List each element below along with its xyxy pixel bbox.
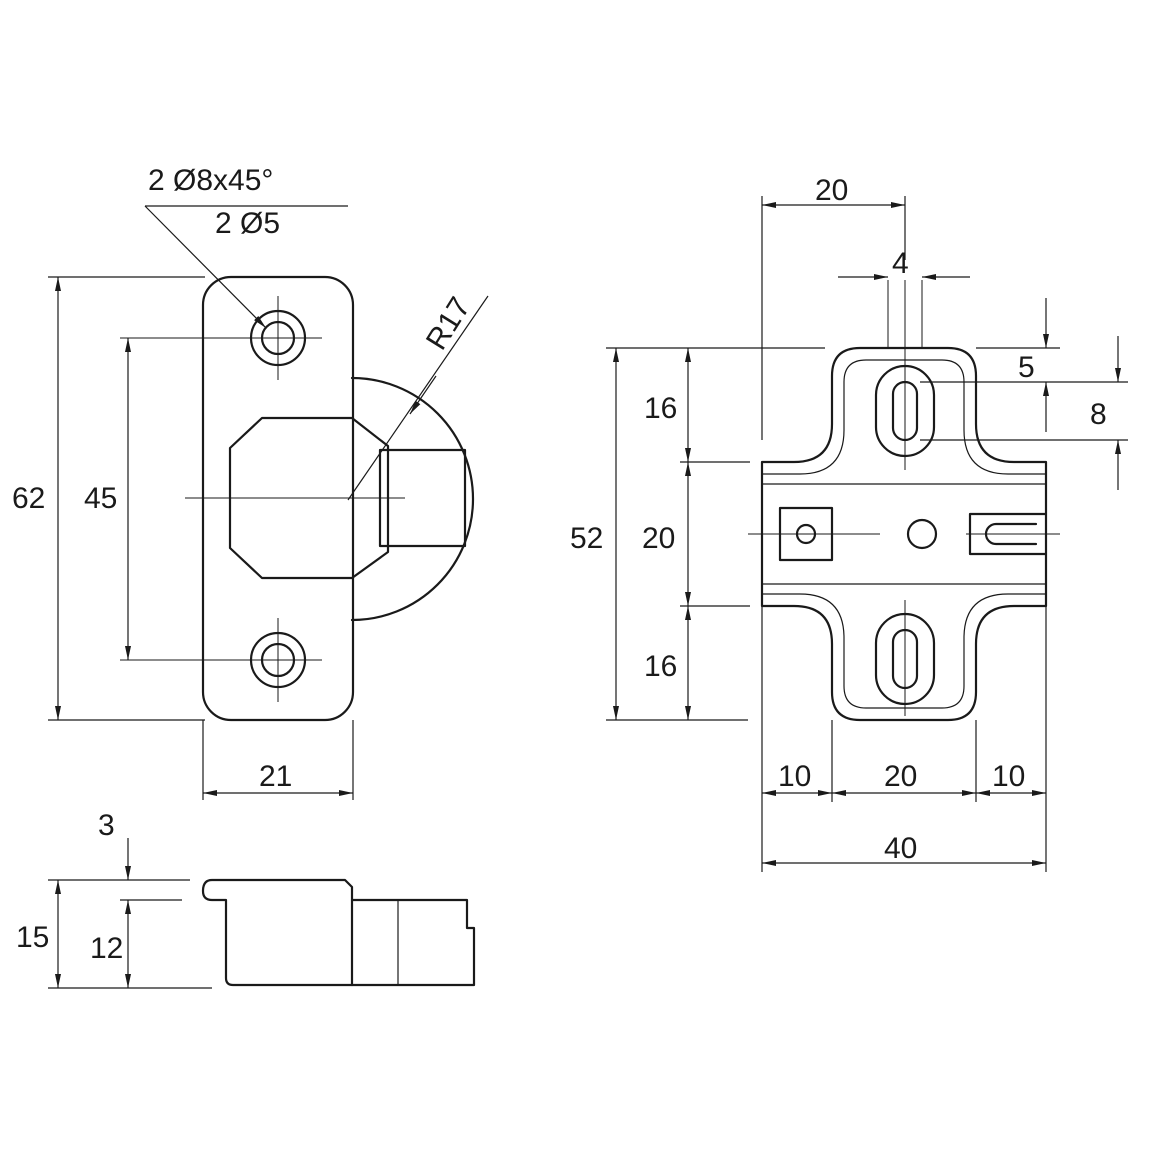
front-view: 2 Ø8x45° 2 Ø5 R17 62 45 21 xyxy=(12,164,489,800)
thickness-3-label: 3 xyxy=(98,809,115,842)
octagon-cup xyxy=(228,416,390,580)
height-62-label: 62 xyxy=(12,482,45,515)
slot-length-8-label: 8 xyxy=(1090,398,1107,431)
hole-diameter-label: 2 Ø5 xyxy=(215,207,280,240)
total-width-40-label: 40 xyxy=(884,832,917,865)
height-12-label: 12 xyxy=(90,932,123,965)
middle-band-20-label: 20 xyxy=(642,522,675,555)
dim-plate-20-top xyxy=(761,196,906,440)
hole-countersink-label: 2 Ø8x45° xyxy=(148,164,273,197)
dim-21 xyxy=(202,720,354,800)
side-profile xyxy=(201,878,476,987)
front-centerlines xyxy=(120,296,405,702)
hole-spacing-45-label: 45 xyxy=(84,482,117,515)
dim-plate-vertical xyxy=(606,347,825,721)
lower-wing-16-label: 16 xyxy=(644,650,677,683)
center-hole xyxy=(906,518,938,550)
slot-width-4-label: 4 xyxy=(892,247,909,280)
plate-view: 20 4 5 8 52 1 xyxy=(570,174,1128,872)
left-arm-10-label: 10 xyxy=(778,760,811,793)
right-arm-10-label: 10 xyxy=(992,760,1025,793)
plate-inner-contour xyxy=(762,359,1046,709)
side-view: 3 15 12 xyxy=(16,809,476,989)
height-52-label: 52 xyxy=(570,522,603,555)
dim-side xyxy=(48,838,212,989)
plate-band-lines xyxy=(762,483,1046,585)
slot-offset-5-label: 5 xyxy=(1018,351,1035,384)
upper-wing-16-label: 16 xyxy=(644,392,677,425)
dim-62 xyxy=(48,276,205,721)
dim-plate-horizontal xyxy=(761,606,1047,872)
height-15-label: 15 xyxy=(16,921,49,954)
width-21-label: 21 xyxy=(259,760,292,793)
center-width-20-label: 20 xyxy=(884,760,917,793)
plate-outline xyxy=(760,346,1048,722)
plate-centerlines xyxy=(748,280,1060,716)
hole-leader xyxy=(144,205,348,329)
offset-20-label: 20 xyxy=(815,174,848,207)
dim-plate-5-8 xyxy=(920,298,1128,490)
radius-leader xyxy=(347,295,489,501)
radius-boss xyxy=(350,376,475,622)
